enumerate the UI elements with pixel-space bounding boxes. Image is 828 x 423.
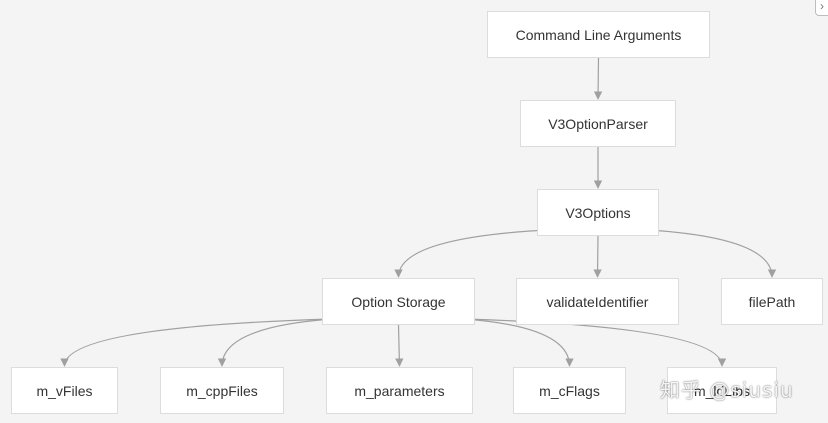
node-label: m_cppFiles <box>186 382 258 399</box>
node-m-ldlibs: m_ldLibs <box>667 367 777 414</box>
chevron-right-icon: › <box>820 0 824 13</box>
node-option-storage: Option Storage <box>322 278 475 325</box>
node-m-parameters: m_parameters <box>326 367 473 414</box>
node-v3optionparser: V3OptionParser <box>520 100 676 147</box>
watermark: 知乎 @siusiu <box>660 378 794 402</box>
node-label: m_cFlags <box>539 382 600 399</box>
edge-storage-to-vfiles <box>60 318 333 367</box>
node-label: m_ldLibs <box>693 382 751 399</box>
panel-toggle-button[interactable]: › <box>815 0 828 16</box>
edge-storage-to-cppfiles <box>217 318 333 367</box>
node-v3options: V3Options <box>537 189 659 236</box>
node-label: Option Storage <box>351 293 446 310</box>
node-m-cppfiles: m_cppFiles <box>160 367 284 414</box>
node-validateidentifier: validateIdentifier <box>516 278 679 325</box>
edge-storage-to-params <box>395 324 404 367</box>
node-filepath: filePath <box>721 278 823 325</box>
node-label: filePath <box>748 293 796 310</box>
node-command-line-arguments: Command Line Arguments <box>487 11 710 58</box>
edge-cli-to-parser <box>593 57 603 100</box>
node-label: validateIdentifier <box>546 293 649 310</box>
edge-storage-to-ldlibs <box>464 318 727 367</box>
node-label: m_parameters <box>354 382 445 399</box>
node-label: V3Options <box>565 204 631 221</box>
node-m-vfiles: m_vFiles <box>11 367 118 414</box>
edge-options-to-storage <box>394 229 548 278</box>
node-label: V3OptionParser <box>548 115 648 132</box>
node-m-cflags: m_cFlags <box>513 367 626 414</box>
edge-options-to-filepath <box>648 229 777 278</box>
node-label: m_vFiles <box>36 382 93 399</box>
node-label: Command Line Arguments <box>515 26 682 43</box>
edge-storage-to-cflags <box>464 318 574 367</box>
edge-options-to-validate <box>593 235 602 278</box>
